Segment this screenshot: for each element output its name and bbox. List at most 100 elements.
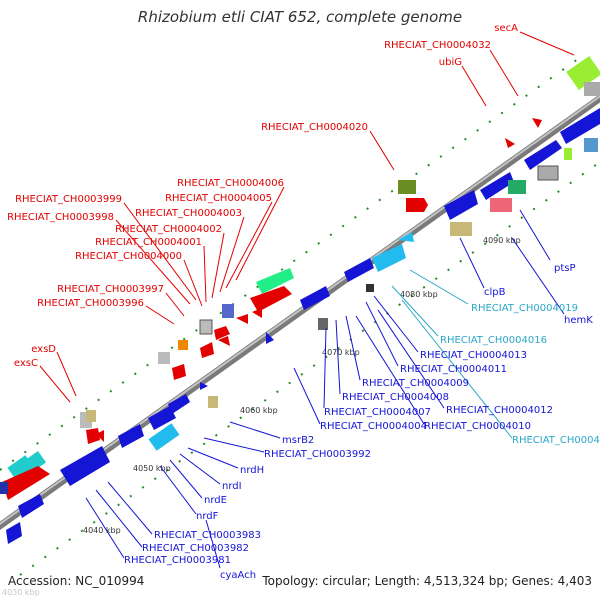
label-nrdF: nrdF: [196, 511, 219, 522]
tick-lane-lower: [19, 161, 600, 576]
label-ptsP: ptsP: [554, 263, 576, 274]
leader-RHECIAT_CH0003981: [85, 497, 125, 559]
label-nrdI: nrdI: [222, 481, 242, 492]
label-RHECIAT_CH0004020: RHECIAT_CH0004020: [261, 122, 368, 133]
gene-block: [19, 450, 47, 476]
gene-arrow: [60, 446, 110, 486]
gene-block: [566, 55, 600, 91]
accession-text: Accession: NC_010994: [8, 574, 145, 588]
gene-arrow: [18, 494, 44, 518]
label-msrB2: msrB2: [282, 435, 314, 446]
gene-arrow: [214, 326, 230, 340]
label-RHECIAT_CH0004007: RHECIAT_CH0004007: [324, 407, 431, 418]
gene-block: [86, 410, 96, 422]
label-nrdE: nrdE: [204, 495, 227, 506]
label-RHECIAT_CH0004002: RHECIAT_CH0004002: [115, 224, 222, 235]
leader-secA: [519, 31, 575, 56]
leader-RHECIAT_CH0004005: [225, 201, 273, 289]
label-RHECIAT_CH0003981: RHECIAT_CH0003981: [124, 555, 231, 566]
leader-exsD: [56, 351, 77, 397]
gene-block: [148, 423, 180, 451]
gene-arrow: [532, 118, 542, 128]
gene-block: [450, 222, 472, 236]
gene-arrow: [344, 258, 374, 282]
label-RHECIAT_CH0003992: RHECIAT_CH0003992: [264, 449, 371, 460]
label-RHECIAT_CH0004014: RHECIAT_CH0004014: [512, 435, 600, 446]
gene-block: [490, 198, 512, 212]
gene-block: [222, 304, 234, 318]
leader-RHECIAT_CH0004012: [377, 309, 445, 409]
leader-RHECIAT_CH0004014: [401, 299, 513, 439]
leader-RHECIAT_CH0004003: [219, 216, 245, 293]
gene-arrow: [168, 394, 190, 414]
gene-arrow: [398, 232, 414, 242]
leader-RHECIAT_CH0003997: [165, 292, 185, 317]
leader-ptsP: [519, 209, 551, 261]
gene-block: [537, 165, 559, 181]
leader-RHECIAT_CH0004004: [293, 367, 321, 425]
genome-summary-text: Topology: circular; Length: 4,513,324 bp…: [262, 574, 592, 588]
gene-arrow: [86, 428, 100, 444]
gene-block: [584, 82, 600, 96]
leader-RHECIAT_CH0004013: [373, 295, 419, 353]
tick-4090: 4090 kbp: [483, 236, 521, 245]
gene-arrow: [406, 198, 428, 212]
label-RHECIAT_CH0004009: RHECIAT_CH0004009: [362, 378, 469, 389]
leader-RHECIAT_CH0003996: [145, 305, 175, 325]
gene-block: [208, 396, 218, 408]
gene-arrow: [218, 336, 230, 346]
gene-block: [398, 180, 416, 194]
label-nrdH: nrdH: [240, 465, 264, 476]
leader-msrB2: [229, 421, 281, 439]
gene-labels: secA RHECIAT_CH0004032 ubiG RHECIAT_CH00…: [7, 23, 600, 581]
tick-4040: 4040 kbp: [83, 526, 121, 535]
leader-RHECIAT_CH0004009: [345, 315, 361, 381]
label-RHECIAT_CH0003999: RHECIAT_CH0003999: [15, 194, 122, 205]
gene-arrow: [6, 522, 22, 544]
gene-arrow: [96, 430, 104, 442]
tick-4070: 4070 kbp: [322, 348, 360, 357]
label-RHECIAT_CH0004004: RHECIAT_CH0004004: [320, 421, 427, 432]
leader-RHECIAT_CH0004032: [489, 49, 519, 97]
label-hemK: hemK: [564, 315, 593, 326]
gene-arrow: [266, 332, 274, 344]
label-RHECIAT_CH0003996: RHECIAT_CH0003996: [37, 298, 144, 309]
gene-block: [199, 319, 213, 335]
label-secA: secA: [494, 23, 518, 34]
label-RHECIAT_CH0004032: RHECIAT_CH0004032: [384, 40, 491, 51]
gene-arrow: [505, 138, 515, 148]
leader-RHECIAT_CH0004019: [409, 269, 469, 305]
gene-block: [158, 352, 170, 364]
leader-nrdE: [169, 459, 203, 499]
label-RHECIAT_CH0004010: RHECIAT_CH0004010: [424, 421, 531, 432]
gene-block: [564, 148, 572, 160]
gene-arrow: [250, 286, 292, 312]
gene-block: [508, 180, 526, 194]
leader-RHECIAT_CH0004001: [203, 245, 207, 303]
gene-block: [318, 318, 328, 330]
leader-clpB: [459, 237, 485, 289]
leader-RHECIAT_CH0004002: [211, 232, 225, 299]
leader-lines: [39, 31, 575, 569]
label-RHECIAT_CH0004000: RHECIAT_CH0004000: [75, 251, 182, 262]
gene-arrow: [236, 314, 248, 324]
faded-tick-label: 4030 kbp: [2, 588, 40, 597]
gene-arrow: [2, 466, 50, 500]
label-RHECIAT_CH0004019: RHECIAT_CH0004019: [471, 303, 578, 314]
label-RHECIAT_CH0004001: RHECIAT_CH0004001: [95, 237, 202, 248]
gene-arrow: [444, 190, 478, 220]
tick-4060: 4060 kbp: [240, 406, 278, 415]
label-RHECIAT_CH0004005: RHECIAT_CH0004005: [165, 193, 272, 204]
leader-RHECIAT_CH0003982: [95, 489, 143, 548]
gene-arrow: [560, 108, 600, 144]
leader-RHECIAT_CH0004016: [391, 285, 439, 337]
label-RHECIAT_CH0004006: RHECIAT_CH0004006: [177, 178, 284, 189]
leader-RHECIAT_CH0004000: [183, 259, 203, 307]
tick-4050: 4050 kbp: [133, 464, 171, 473]
gene-block: [584, 138, 598, 152]
gene-arrow: [372, 244, 406, 272]
label-exsD: exsD: [31, 344, 56, 355]
label-cyaAch: cyaAch: [220, 570, 256, 581]
leader-RHECIAT_CH0003992: [203, 437, 265, 453]
gene-features-lower: [6, 82, 600, 544]
